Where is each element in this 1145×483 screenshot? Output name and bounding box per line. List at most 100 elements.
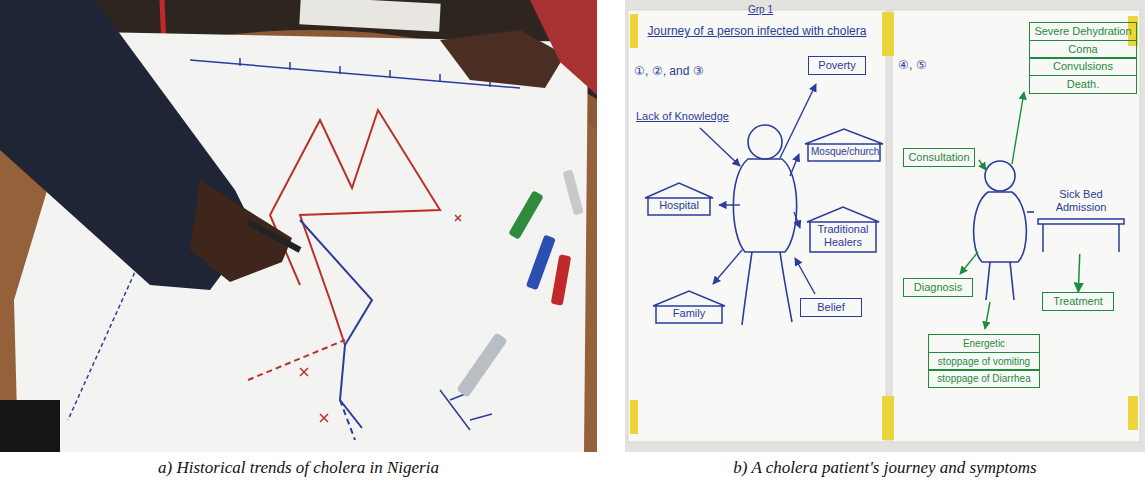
person-figure-part: [742, 252, 792, 325]
trend-chart-photo-part: [551, 254, 572, 305]
outcome-box: Energetic: [928, 334, 1040, 353]
house-sketch: Mosque/church: [804, 128, 884, 162]
symptom-box: Coma: [1029, 40, 1137, 59]
leader-arrow-part: [719, 204, 740, 205]
person-figure-part: [985, 161, 1015, 191]
symptom-box: Death.: [1029, 75, 1137, 94]
outcome-box: stoppage of vomiting: [928, 352, 1040, 371]
node-text: Consultation: [908, 151, 970, 164]
leader-arrow-part: [795, 258, 815, 294]
connector-arrow: [1078, 254, 1079, 292]
step-box: Diagnosis: [903, 278, 973, 297]
group-label: Grp 1: [748, 4, 773, 15]
person-figure-part: [974, 192, 1027, 262]
node-text: Family: [659, 307, 719, 320]
house-sketch: Traditional Healers: [806, 206, 880, 253]
person-figure-part: [1027, 211, 1034, 213]
trend-chart-photo-part: [190, 180, 292, 282]
house-outline: [807, 207, 879, 252]
node-text: Treatment: [1047, 295, 1109, 308]
person-figure-part: [748, 125, 782, 159]
leader-arrow-part: [790, 154, 799, 176]
house-outline: [645, 183, 713, 215]
leader-arrow-part: [713, 250, 742, 284]
node-text: Traditional Healers: [813, 223, 873, 249]
trend-chart-photo-part: [562, 169, 583, 215]
factor-label: Lack of Knowledge: [636, 110, 729, 122]
node-text: Convulsions: [1034, 60, 1132, 73]
person-figure-part: [986, 262, 1014, 300]
subfigure-caption: a) Historical trends of cholera in Niger…: [0, 458, 597, 478]
flipchart-photo-part: [1128, 396, 1138, 430]
outcome-box: stoppage of Diarrhea: [928, 369, 1040, 388]
leader-arrow-part: [1012, 92, 1024, 164]
flipchart-photo-part: [625, 0, 1145, 452]
trend-chart-photo-part: [530, 0, 597, 95]
leader-arrow-part: [780, 84, 816, 158]
flipchart-photo-part: [892, 10, 1140, 442]
node-text: stoppage of vomiting: [933, 355, 1035, 368]
flipchart-photo-part: [630, 14, 638, 48]
node-text: Energetic: [933, 337, 1035, 350]
trend-chart-photo-part: [0, 0, 597, 452]
bed-sketch: Sick Bed Admission: [1036, 186, 1126, 254]
subfigure-caption: b) A cholera patient's journey and sympt…: [625, 458, 1145, 478]
house-outline: [805, 129, 883, 161]
leader-arrow-part: [794, 212, 800, 228]
callout-number: ①, ②, and ③: [634, 64, 704, 78]
step-box: Consultation: [903, 148, 975, 167]
flipchart-photo-part: [630, 400, 638, 434]
trend-chart-photo-part: [248, 340, 345, 380]
trend-chart-photo-part: [0, 400, 60, 452]
leader-arrow-part: [700, 128, 740, 166]
chart-title: Journey of a person infected with choler…: [632, 24, 882, 38]
trend-chart-photo-part: [440, 30, 565, 88]
node-text: Hospital: [651, 199, 707, 212]
leader-arrow: [960, 92, 1024, 329]
person-figure: [974, 161, 1034, 300]
flipchart-photo-part: [628, 10, 886, 442]
node-text: Diagnosis: [908, 281, 968, 294]
node-text: Belief: [805, 301, 857, 314]
trend-chart-photo-part: [299, 0, 440, 32]
trend-chart-photo-part: [456, 332, 508, 397]
person-figure-part: [733, 159, 796, 252]
person-figure: [733, 125, 796, 325]
symptom-box: Convulsions: [1029, 57, 1137, 76]
node-text: Poverty: [813, 59, 861, 72]
house-sketch: Hospital: [644, 182, 714, 216]
step-box: Treatment: [1042, 292, 1114, 311]
node-text: Coma: [1034, 43, 1132, 56]
node-text: Mosque/church: [811, 145, 877, 158]
node-text: Severe Dehydration: [1034, 25, 1132, 38]
trend-chart-photo-part: [340, 400, 355, 440]
trend-chart-photo-part: [248, 222, 300, 250]
trend-chart-photo-part: [240, 58, 490, 87]
trend-chart-photo-part: [300, 220, 372, 428]
bed-outline: [1038, 219, 1124, 252]
node-text: stoppage of Diarrhea: [933, 372, 1035, 385]
node-text: Death.: [1034, 78, 1132, 91]
flipchart-photo: [625, 0, 1145, 452]
trend-chart-photo: [0, 0, 597, 452]
leader-arrow-part: [979, 160, 986, 170]
house-outline: [653, 291, 725, 323]
leader-arrow-part: [985, 302, 990, 329]
symptom-box: Severe Dehydration: [1029, 22, 1137, 41]
factor-box: Belief: [800, 298, 862, 317]
node-text: Sick Bed Admission: [1040, 188, 1122, 214]
flipchart-photo-part: [882, 396, 894, 440]
factor-box: Poverty: [808, 56, 866, 75]
callout-number: ④, ⑤: [898, 58, 927, 72]
house-sketch: Family: [652, 290, 726, 324]
trend-chart-photo-part: [300, 215, 461, 422]
trend-chart-photo-part: [526, 235, 556, 291]
trend-chart-photo-part: [508, 190, 543, 239]
flipchart-photo-part: [882, 12, 894, 56]
leader-arrow-part: [960, 252, 978, 274]
trend-chart-photo-part: [270, 110, 440, 345]
